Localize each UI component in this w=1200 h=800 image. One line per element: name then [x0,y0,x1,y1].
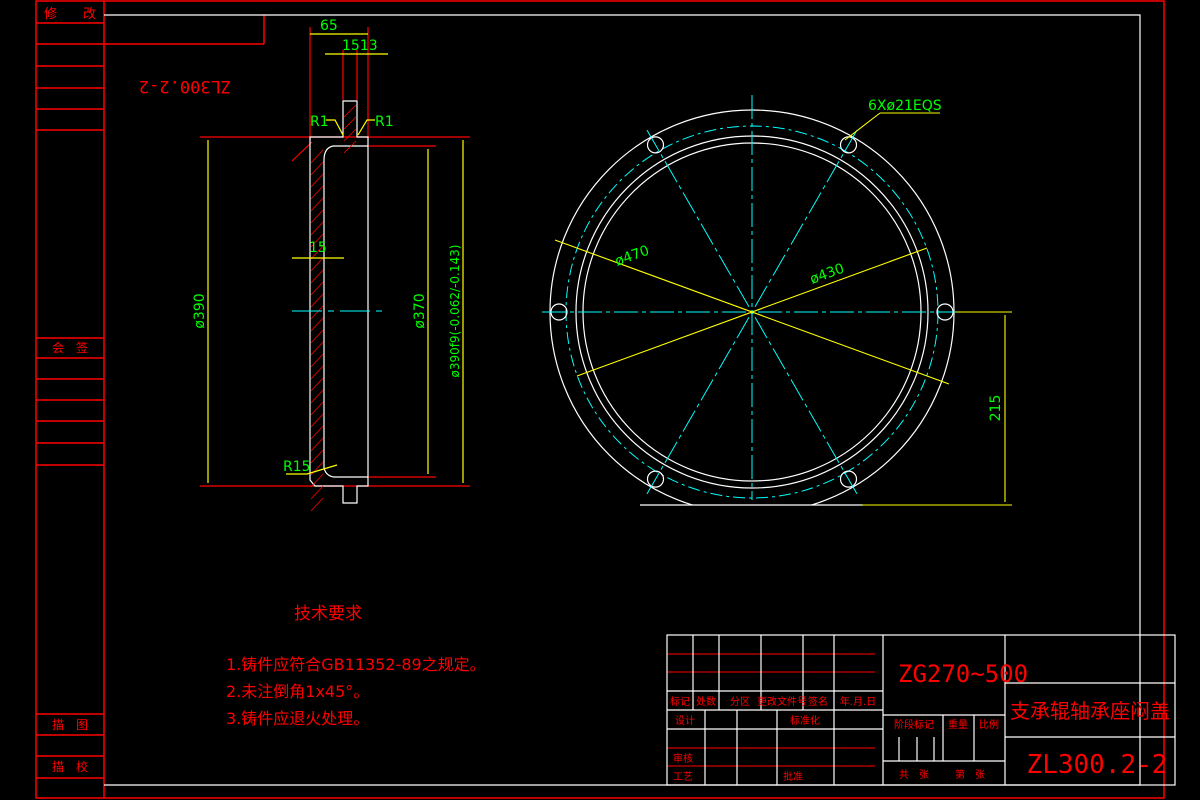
hatch-line [310,185,324,200]
d470-label: ø470 [613,243,652,270]
wall-thickness: 15 [309,240,327,256]
header-zone: 分区 [730,696,750,708]
hatch-line [310,413,324,428]
d-fit: ø390f9(-0.062/-0.143) [448,245,462,378]
d-inner: ø370 [412,293,428,328]
hatch-line [310,233,324,248]
hatch-line [310,293,324,308]
header-doc-no: 更改文件号 [757,695,807,708]
hatch-line [343,116,357,130]
hatch-line [310,317,324,332]
bolt-hole [646,470,665,488]
tech-title: 技术要求 [294,604,362,624]
hatch-line [310,497,324,512]
stage-label: 阶段标记 [894,718,934,731]
hatch-line [310,329,324,344]
d-outer: ø390 [192,293,208,328]
review-label: 审核 [673,752,693,765]
sheet-number: 第 张 [955,768,985,781]
hatch-line [310,257,324,272]
header-signature: 签名 [808,695,828,708]
trace-check-label: 描 校 [52,759,88,774]
hatch-line [310,353,324,368]
hatch-line [310,305,324,320]
hatch-line [310,485,324,500]
hatch-line [343,104,357,118]
h215-label: 215 [988,395,1004,422]
weight-label: 重量 [948,718,968,731]
hatch-line [310,365,324,380]
r-right: R1 [375,114,394,130]
r-bottom: R15 [283,459,311,475]
tech-item: 1.铸件应符合GB11352-89之规定。 [226,655,486,674]
hatch-line [310,377,324,392]
bolt-hole [839,470,858,488]
technical-requirements: 技术要求 1.铸件应符合GB11352-89之规定。 2.未注倒角1x45°。 … [226,604,486,728]
section-view: 65 1513 R1 R1 15 ø390 ø370 ø390f9(-0.062… [192,18,470,512]
hatch-line [343,128,357,142]
hatch-line [310,473,324,488]
part-name: 支承辊轴承座闷盖 [1010,699,1170,723]
hatch-line [310,221,324,236]
hatch-line [310,449,324,464]
material: ZG270~500 [898,660,1028,688]
dim-parts: 1513 [342,38,378,54]
tech-item: 3.铸件应退火处理。 [226,709,369,728]
mirrored-code: ZL300.2-2 [139,76,231,96]
hatch-line [310,461,324,476]
r-left: R1 [310,114,329,130]
hatch-line [310,161,324,176]
drawing-number: ZL300.2-2 [1027,750,1168,780]
hatch-line [310,281,324,296]
hatch-line [310,401,324,416]
tech-item: 2.未注倒角1x45°。 [226,682,369,701]
hatch-line [310,425,324,440]
header-count: 处数 [696,695,716,708]
hatch-line [343,140,357,154]
inner-border [104,14,1141,786]
header-mark: 标记 [670,696,690,708]
d430-label: ø430 [808,261,847,288]
hatch-line [310,245,324,260]
total-sheets: 共 张 [899,769,929,781]
countersign-label: 会 签 [52,340,88,355]
hatch-line [310,209,324,224]
hatch-line [310,269,324,284]
hatch-line [310,341,324,356]
header-date: 年.月.日 [840,695,876,708]
design-label: 设计 [675,714,695,727]
drawing-frame [35,0,1165,799]
hatch-line [310,389,324,404]
title-block: 标记 处数 分区 更改文件号 签名 年.月.日 设计 标准化 审核 工艺 批准 … [666,634,1176,786]
trace-label: 描 图 [52,718,88,732]
revise-label: 修 改 [44,7,96,22]
dim-width: 65 [320,18,338,34]
hatch [310,104,357,512]
holes-label: 6Xø21EQS [868,98,942,114]
bolt-hole [646,136,665,154]
hatch-line [310,437,324,452]
hatch-line [310,149,324,164]
hatch-line [310,173,324,188]
hatch-line [310,197,324,212]
standard-label: 标准化 [790,714,820,727]
approve-label: 批准 [783,770,803,783]
plan-view: 6Xø21EQS ø470 ø430 215 [542,95,1012,506]
process-label: 工艺 [673,771,693,783]
scale-label: 比例 [979,718,999,731]
